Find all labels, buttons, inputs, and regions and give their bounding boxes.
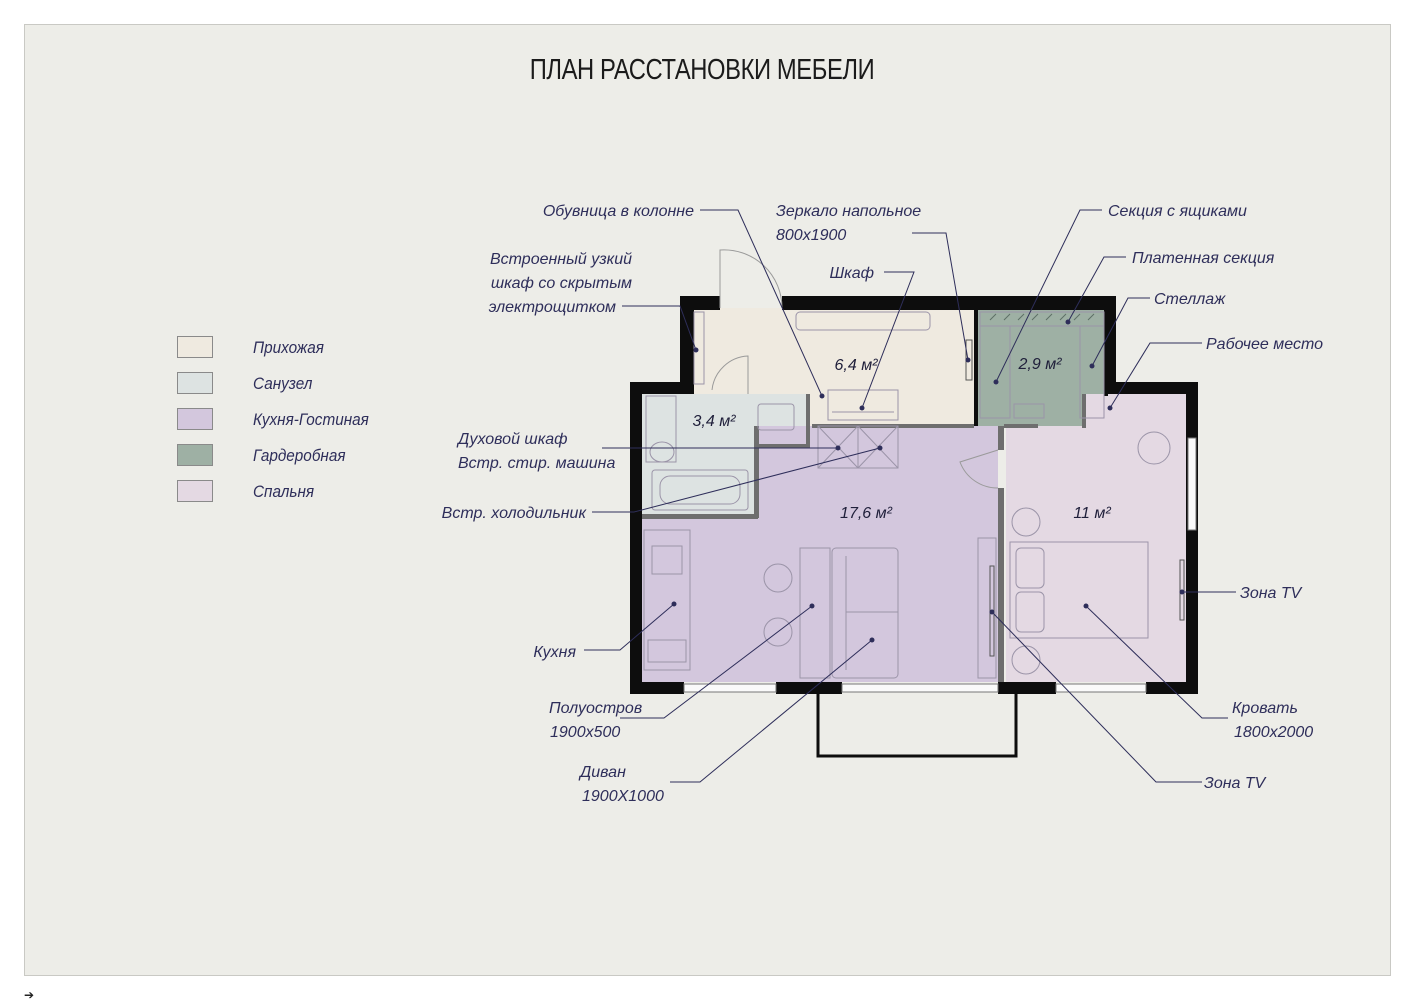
callout-island-line1: Полуостров (549, 700, 642, 717)
entrance-door (719, 249, 783, 309)
windows (683, 437, 1197, 693)
area-bedroom: 11 м² (1073, 505, 1111, 522)
callout-shoe-cabinet: Обувница в колонне (543, 203, 694, 220)
callout-fridge: Встр. холодильник (442, 505, 588, 522)
area-hall: 6,4 м² (835, 357, 879, 374)
callout-sofa-line1: Диван (578, 764, 626, 781)
area-wardrobe: 2,9 м² (1018, 356, 1063, 373)
callout-oven-line1: Духовой шкаф (456, 431, 568, 448)
peninsula (799, 547, 831, 679)
callout-rack: Стеллаж (1154, 291, 1226, 308)
toilet (757, 403, 795, 431)
legend-label-wardrobe: Гардеробная (253, 446, 346, 465)
legend-swatch-wardrobe (177, 444, 213, 466)
tv-bedroom (1179, 559, 1185, 621)
callout-sofa-line2: 1900Х1000 (582, 788, 664, 805)
callout-tv-living: Зона TV (1204, 775, 1267, 792)
callout-mirror-line1: Зеркало напольное (776, 203, 921, 220)
legend-label-hall: Прихожая (253, 338, 324, 357)
shoe-cabinet (827, 389, 899, 421)
pillow-1 (1015, 547, 1045, 589)
callout-wardrobe-cabinet: Шкаф (829, 265, 874, 282)
bathtub-inner (659, 475, 741, 505)
legend-swatch-bedroom (177, 480, 213, 502)
leader-dots (671, 319, 1185, 643)
bath-door (711, 355, 749, 394)
drawer-section (979, 311, 1105, 327)
bar-stool-1 (763, 563, 793, 593)
callout-closet-line2: шкаф со скрытым (491, 275, 632, 292)
bed (1009, 541, 1149, 639)
legend-swatch-bathroom (177, 372, 213, 394)
callout-kitchen: Кухня (533, 644, 576, 661)
room-bedroom (1006, 394, 1186, 682)
room-living (642, 426, 998, 682)
sofa (831, 547, 899, 679)
legend-swatch-hall (177, 336, 213, 358)
legend-label-living: Кухня-Гостиная (253, 410, 369, 429)
hall-bench (795, 311, 931, 331)
fridge-cabinet (857, 425, 899, 469)
page-title: ПЛАН РАССТАНОВКИ МЕБЕЛИ (529, 54, 875, 86)
callout-mirror-line2: 800х1900 (776, 227, 846, 244)
bathtub (651, 469, 749, 511)
callout-bed-line1: Кровать (1232, 700, 1298, 717)
wardrobe-hatch (989, 313, 1095, 321)
wardrobe-bench (1013, 403, 1045, 419)
tv-stand-living (977, 537, 997, 679)
nightstand-2 (1011, 645, 1041, 675)
doors (711, 249, 999, 489)
rack (1079, 325, 1105, 419)
callout-closet-line3: электрощитком (489, 299, 616, 316)
corner-arrow-icon: ➔ (24, 988, 35, 1002)
built-in-closet (693, 311, 705, 385)
balcony (816, 694, 1018, 758)
kitchen-sink (651, 545, 683, 575)
wardrobe-left-section (979, 325, 1011, 419)
area-living: 17,6 м² (840, 505, 893, 522)
callout-island-line2: 1900х500 (550, 724, 620, 741)
legend-label-bathroom: Санузел (253, 374, 313, 393)
legend-swatch-living (177, 408, 213, 430)
kitchen-hob (647, 639, 687, 663)
leader-lines (584, 209, 1236, 783)
callout-drawers: Секция с ящиками (1108, 203, 1247, 220)
bar-stool-2 (763, 617, 793, 647)
legend-label-bedroom: Спальня (253, 482, 315, 501)
area-bathroom: 3,4 м² (693, 413, 737, 430)
callout-workplace: Рабочее место (1206, 336, 1323, 353)
callout-bed-line2: 1800х2000 (1234, 724, 1313, 741)
callout-tv-bedroom: Зона TV (1240, 585, 1303, 602)
callout-dress-section: Платенная секция (1132, 250, 1275, 267)
kitchen-counter (643, 529, 691, 671)
nightstand-1 (1011, 507, 1041, 537)
bedroom-door (959, 449, 999, 489)
furniture (643, 311, 1185, 679)
desk-chair (1137, 431, 1171, 465)
callout-closet-line1: Встроенный узкий (490, 251, 632, 268)
washbasin-bowl (649, 441, 675, 463)
pillow-2 (1015, 591, 1045, 633)
callout-oven-line2: Встр. стир. машина (458, 455, 615, 472)
